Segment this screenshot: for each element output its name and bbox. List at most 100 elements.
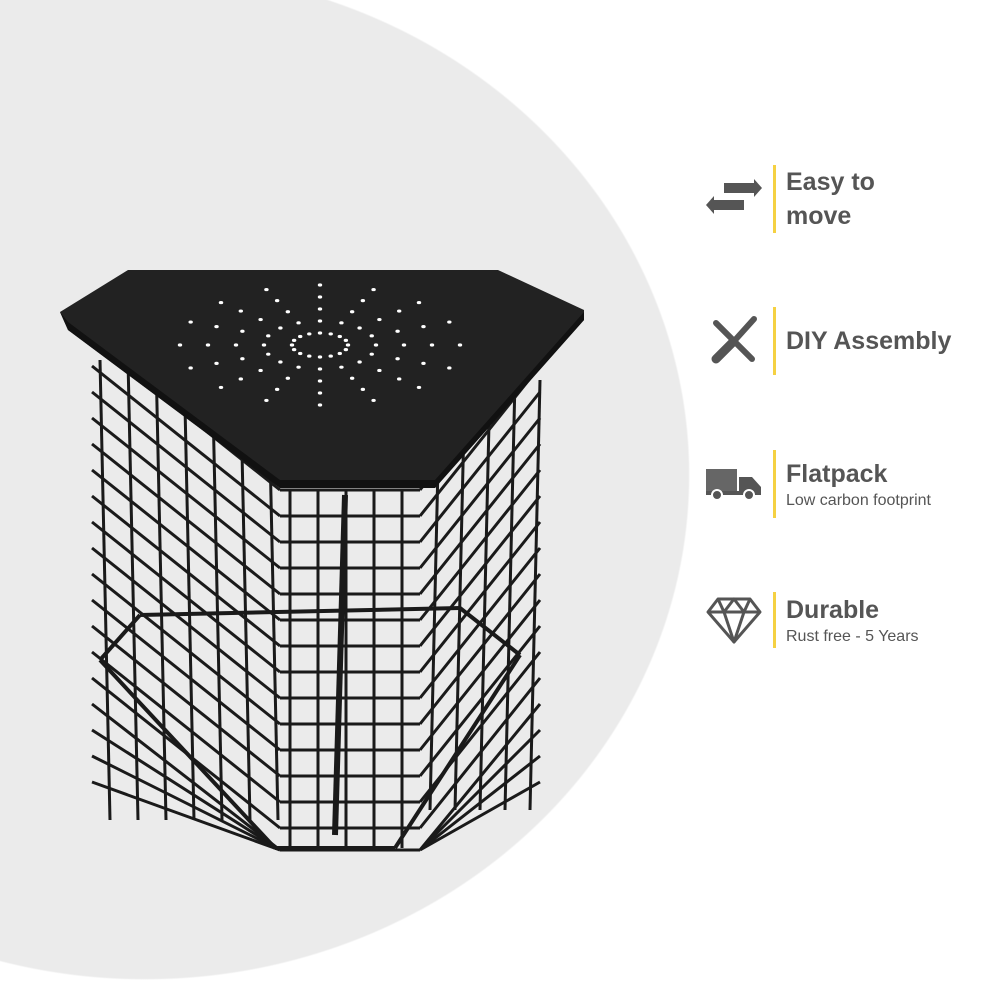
vent-hole <box>291 347 297 352</box>
wire <box>418 469 542 621</box>
diamond-icon <box>705 591 763 649</box>
wrench-screwdriver-icon <box>705 312 763 370</box>
vent-hole <box>240 329 245 333</box>
wire <box>98 359 112 821</box>
wire <box>458 606 522 657</box>
vent-hole <box>264 287 269 292</box>
vent-hole <box>307 332 312 336</box>
vent-hole <box>343 338 349 343</box>
feature-subtitle: Rust free - 5 Years <box>786 628 919 645</box>
vent-hole <box>421 361 426 365</box>
wire <box>418 599 542 751</box>
vent-hole <box>357 360 362 364</box>
vent-hole <box>258 317 263 322</box>
wire <box>91 468 281 622</box>
vent-hole <box>307 354 312 358</box>
vent-hole <box>416 385 422 390</box>
vent-hole <box>317 403 323 407</box>
vent-hole <box>278 360 283 364</box>
vent-hole <box>369 334 374 338</box>
wire <box>91 702 281 852</box>
vent-hole <box>177 343 183 347</box>
vent-hole <box>238 309 244 313</box>
accent-divider <box>773 592 776 648</box>
vent-hole <box>298 334 303 339</box>
wire <box>91 780 281 852</box>
vent-hole <box>317 331 323 335</box>
vent-hole <box>291 338 297 343</box>
feature-flatpack: Flatpack Low carbon footprint <box>705 450 990 518</box>
wire <box>393 653 522 850</box>
vent-hole <box>396 377 402 381</box>
vent-hole <box>373 343 379 347</box>
accent-divider <box>773 307 776 375</box>
vent-hole <box>416 300 422 305</box>
vent-hole <box>357 326 362 330</box>
vent-hole <box>447 320 452 324</box>
feature-title: DIY Assembly <box>786 327 952 355</box>
vent-hole <box>317 355 323 359</box>
vent-hole <box>238 377 244 381</box>
vent-hole <box>258 368 263 373</box>
vent-hole <box>395 329 400 333</box>
vent-hole <box>188 366 193 370</box>
vent-hole <box>317 283 323 287</box>
vent-hole <box>345 343 351 347</box>
truck-icon <box>705 455 763 513</box>
vent-hole <box>274 299 280 303</box>
vent-hole <box>395 357 400 361</box>
wire <box>418 391 542 543</box>
vent-hole <box>261 343 267 347</box>
vent-hole <box>285 376 291 380</box>
wire <box>91 754 281 852</box>
vent-hole <box>264 398 269 403</box>
vent-hole <box>218 385 224 390</box>
vent-hole <box>296 321 301 325</box>
wire <box>139 606 461 617</box>
wire <box>332 494 348 836</box>
vent-hole <box>317 295 323 299</box>
wire <box>419 780 541 852</box>
accent-divider <box>773 450 776 518</box>
wire <box>91 546 281 700</box>
feature-subtitle: Low carbon footprint <box>786 492 931 509</box>
wire <box>418 495 542 647</box>
vent-hole <box>266 334 271 338</box>
vent-hole <box>371 398 376 403</box>
vent-hole <box>188 320 193 324</box>
wire <box>91 728 281 852</box>
accent-divider <box>773 165 776 233</box>
wire <box>418 573 542 725</box>
vent-holes <box>177 283 463 407</box>
vent-hole <box>339 321 344 325</box>
wire <box>418 625 542 777</box>
wire <box>126 359 140 821</box>
vent-hole <box>401 343 407 347</box>
wire <box>418 417 542 569</box>
vent-hole <box>429 343 435 347</box>
feature-title: Easy to move <box>786 168 875 230</box>
vent-hole <box>218 300 224 305</box>
vent-hole <box>360 299 366 303</box>
wire <box>182 359 196 821</box>
wire <box>418 443 542 595</box>
wire <box>91 520 281 674</box>
vent-hole <box>457 343 463 347</box>
vent-hole <box>214 325 219 329</box>
vent-hole <box>317 391 323 395</box>
vent-hole <box>337 351 342 356</box>
vent-hole <box>339 365 344 369</box>
vent-hole <box>377 368 382 373</box>
table-top-edge <box>60 312 584 488</box>
wire <box>154 359 168 821</box>
vent-hole <box>278 326 283 330</box>
vent-hole <box>396 309 402 313</box>
wire <box>98 658 277 850</box>
vent-hole <box>369 352 374 356</box>
vent-hole <box>317 319 323 323</box>
vent-hole <box>214 361 219 365</box>
vent-hole <box>421 325 426 329</box>
vent-hole <box>240 357 245 361</box>
vent-hole <box>349 376 355 380</box>
table-top <box>60 270 584 488</box>
